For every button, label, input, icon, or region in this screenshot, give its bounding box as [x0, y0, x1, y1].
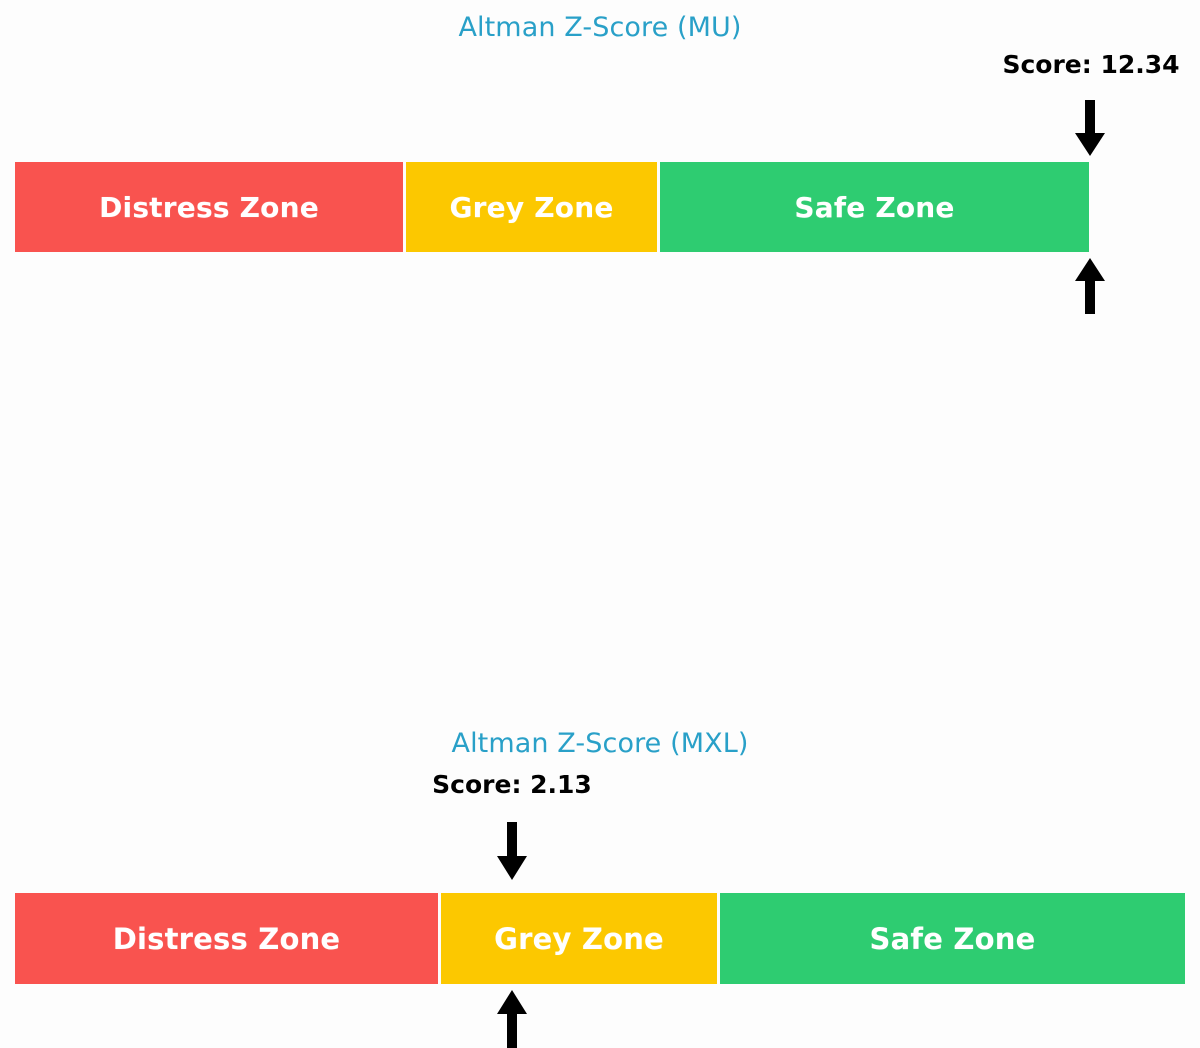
zone-label-distress-mu: Distress Zone [99, 190, 319, 224]
arrow-down-icon [1067, 100, 1113, 158]
zone-segment-grey-mxl: Grey Zone [441, 893, 717, 984]
zone-bar-mxl: Distress Zone Grey Zone Safe Zone [15, 893, 1185, 984]
arrow-down-icon [489, 822, 535, 882]
zone-segment-grey-mu: Grey Zone [406, 162, 657, 252]
score-value-mxl: Score: 2.13 [432, 770, 592, 799]
page-title-mu: Altman Z-Score (MU) [458, 12, 742, 43]
zone-label-grey-mxl: Grey Zone [494, 921, 664, 956]
zone-segment-safe-mu: Safe Zone [660, 162, 1089, 252]
zone-segment-distress-mxl: Distress Zone [15, 893, 438, 984]
zone-label-safe-mxl: Safe Zone [869, 921, 1036, 956]
score-value-mu: Score: 12.34 [1002, 50, 1180, 79]
zone-label-distress-mxl: Distress Zone [112, 921, 341, 956]
arrow-up-icon [1067, 256, 1113, 314]
zone-label-grey-mu: Grey Zone [449, 190, 614, 224]
zone-label-safe-mu: Safe Zone [794, 190, 955, 224]
zone-segment-safe-mxl: Safe Zone [720, 893, 1185, 984]
arrow-up-icon [489, 988, 535, 1048]
zscore-gauge-mxl: Altman Z-Score (MXL) Score: 2.13 Distres… [0, 358, 1200, 1048]
zone-segment-distress-mu: Distress Zone [15, 162, 403, 252]
zscore-gauge-mu: Altman Z-Score (MU) Score: 12.34 Distres… [0, 0, 1200, 360]
zone-bar-mu: Distress Zone Grey Zone Safe Zone [15, 162, 1089, 252]
page-title-mxl: Altman Z-Score (MXL) [451, 728, 749, 759]
